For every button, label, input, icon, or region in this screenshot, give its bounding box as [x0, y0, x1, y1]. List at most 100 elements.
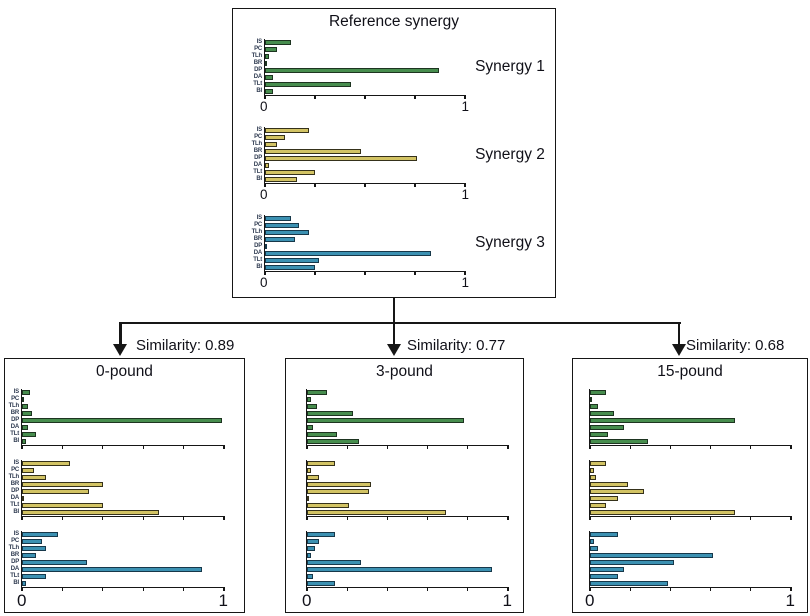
axis-tick: [264, 271, 266, 275]
axis-tick: [507, 587, 509, 591]
bar-br: [307, 553, 312, 558]
bar-row: [307, 538, 508, 545]
axis-tick: [386, 516, 389, 520]
muscle-label: TLh: [251, 53, 263, 59]
muscle-label: DP: [254, 243, 262, 249]
bar-row: [590, 495, 791, 502]
axis-tick: [589, 445, 591, 449]
similarity-label: Similarity: 0.89: [136, 337, 235, 354]
muscle-label: TLt: [10, 431, 19, 437]
axis-tick: [427, 445, 429, 449]
bar-pc: [590, 468, 595, 473]
axis-tick: [467, 445, 469, 449]
muscle-label: TLh: [251, 229, 263, 235]
bar-row: [265, 250, 465, 257]
bar-row: [590, 502, 791, 509]
bar-is: [22, 461, 71, 466]
bar-da: [22, 496, 25, 501]
axis-tick: [467, 587, 469, 591]
bar-dp: [22, 560, 87, 565]
bar-br: [590, 411, 615, 416]
bar-row: [22, 389, 224, 396]
bar-da: [265, 251, 431, 256]
bar-pc: [307, 468, 312, 473]
bar-row: [265, 148, 465, 155]
axis-tick: [710, 445, 712, 449]
plot-area: [264, 39, 466, 99]
bar-row: [307, 403, 508, 410]
axis-tick: [414, 271, 416, 275]
muscle-label: DP: [11, 559, 19, 565]
bar-row: [265, 134, 465, 141]
bar-row: [22, 552, 224, 559]
bar-row: [22, 538, 224, 545]
bar-bi: [265, 265, 315, 270]
bar-da: [307, 496, 309, 501]
bar-row: [590, 559, 791, 566]
muscle-label: BR: [10, 481, 19, 487]
muscle-label: BR: [10, 410, 19, 416]
plot-area: [264, 127, 466, 187]
axis-tick: [467, 516, 469, 520]
bar-row: [307, 481, 508, 488]
muscle-label: DA: [10, 566, 19, 572]
bar-is: [265, 128, 309, 133]
muscle-label: PC: [254, 134, 262, 140]
bar-tlt: [265, 82, 351, 87]
bar-dp: [307, 560, 362, 565]
bar-dp: [265, 156, 417, 161]
axis-max-label: 1: [785, 591, 795, 610]
bar-tlh: [265, 54, 269, 59]
bar-tlh: [590, 546, 599, 551]
bar-row: [265, 74, 465, 81]
connector-stem: [392, 297, 396, 323]
bar-row: [22, 495, 224, 502]
axis-tick: [427, 587, 429, 591]
bar-row: [22, 467, 224, 474]
axis-min-label: 0: [302, 591, 312, 610]
axis-tick: [589, 587, 591, 591]
bar-tlh: [22, 475, 47, 480]
axis-tick: [314, 183, 316, 187]
muscle-label: IS: [256, 127, 262, 133]
bar-row: [307, 410, 508, 417]
bar-row: [22, 531, 224, 538]
bar-is: [22, 390, 31, 395]
synergy-chart-2: [306, 460, 523, 520]
bar-row: [307, 460, 508, 467]
muscle-label: DA: [253, 162, 262, 168]
bar-row: [265, 236, 465, 243]
axis-max-label: 1: [461, 187, 469, 202]
bar-tlt: [22, 503, 103, 508]
bar-bi: [307, 439, 360, 444]
muscle-label: IS: [13, 389, 19, 395]
bar-row: [590, 488, 791, 495]
muscle-label: DA: [10, 495, 19, 501]
bar-row: [307, 474, 508, 481]
bar-row: [307, 488, 508, 495]
muscle-label: TLh: [8, 403, 20, 409]
axis-tick: [750, 587, 752, 591]
bar-row: [590, 580, 791, 587]
bar-da: [265, 75, 273, 80]
bar-row: [307, 424, 508, 431]
muscle-label: BI: [13, 438, 19, 444]
panel-title: 3-pound: [376, 363, 433, 380]
synergy-side-label: Synergy 3: [475, 234, 545, 251]
axis-tick: [669, 445, 672, 449]
bar-br: [22, 411, 33, 416]
bar-tlh: [590, 404, 599, 409]
bar-row: [22, 460, 224, 467]
axis-tick: [589, 516, 591, 520]
muscle-label: BI: [13, 509, 19, 515]
